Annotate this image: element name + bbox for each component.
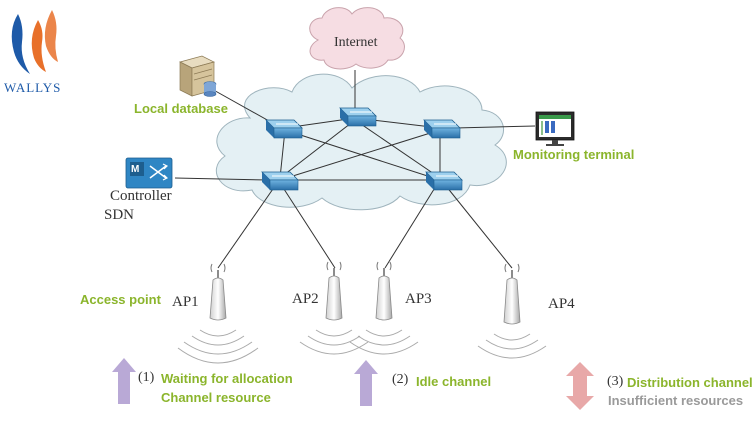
ap3-label: AP3	[405, 291, 432, 307]
local-database-label: Local database	[134, 101, 228, 116]
controller-switch-letter: M	[131, 164, 140, 175]
ap3-device	[375, 261, 393, 321]
internet-cloud	[309, 7, 405, 70]
monitor-icon	[535, 111, 575, 146]
controller-label: Controller	[110, 188, 172, 204]
legend-item-2-number: (2)	[392, 372, 409, 387]
legend-item-3-line-1: Distribution channel	[627, 375, 752, 390]
switch-top-center	[339, 107, 377, 127]
ap2-label: AP2	[292, 291, 319, 307]
access-point-label: Access point	[80, 292, 161, 307]
brand-logo-text: WALLYS	[4, 80, 62, 95]
switch-bottom-left	[261, 171, 299, 191]
legend-item-1-number: (1)	[138, 370, 155, 385]
legend-item-1-line-1: Waiting for allocation	[161, 371, 293, 386]
ap1-device	[209, 263, 227, 321]
legend-item-3-number: (3)	[607, 374, 624, 389]
switch-top-left	[265, 119, 303, 139]
legend-item-2-line-1: Idle channel	[416, 374, 492, 389]
ap4-device	[503, 263, 521, 325]
monitoring-terminal-label: Monitoring terminal	[513, 147, 635, 162]
arrow-up-icon-2	[354, 360, 378, 406]
ap3-signal-waves	[349, 329, 419, 355]
arrow-up-icon-1	[112, 358, 136, 404]
internet-label: Internet	[334, 35, 378, 50]
sdn-label: SDN	[104, 207, 135, 223]
ap1-label: AP1	[172, 294, 199, 310]
legend-item-3-line-2: Insufficient resources	[608, 393, 744, 408]
database-server-icon	[179, 55, 217, 97]
wallys-logo	[11, 10, 58, 74]
ap1-signal-waves	[177, 329, 259, 364]
switch-top-right	[423, 119, 461, 139]
controller-switch-icon	[125, 157, 173, 189]
double-arrow-icon-3	[566, 362, 594, 410]
ap2-signal-waves	[299, 329, 369, 355]
ap2-device	[325, 261, 343, 321]
legend-item-1-line-2: Channel resource	[161, 390, 271, 405]
ap4-label: AP4	[548, 296, 575, 312]
network-cloud	[215, 73, 507, 211]
ap4-signal-waves	[477, 333, 547, 359]
switch-bottom-right	[425, 171, 463, 191]
